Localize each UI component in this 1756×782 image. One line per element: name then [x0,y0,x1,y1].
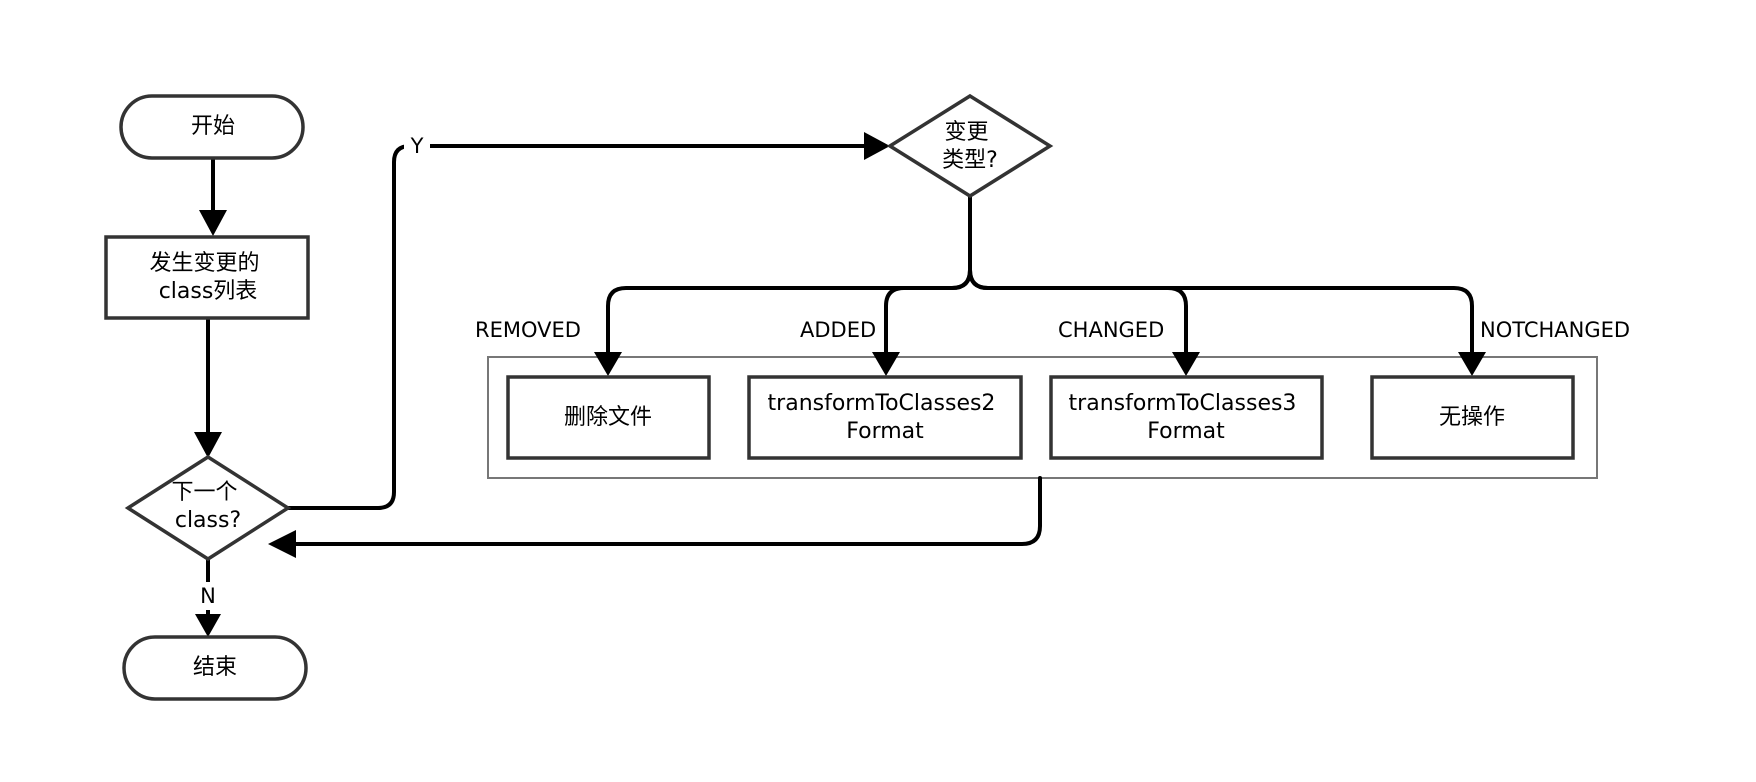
start-label: 开始 [191,114,235,139]
arrowhead-next-to-end [195,614,221,637]
arrowhead-loop-back [268,530,296,558]
notchanged-label: NOTCHANGED [1480,318,1630,342]
edge-branch-notchanged [968,268,1474,356]
arrowhead-notchanged [1458,352,1486,376]
arrowhead-next-to-type [864,132,890,160]
removed-label: REMOVED [475,318,581,342]
transform3-label: transformToClasses3 Format [1069,391,1304,444]
change-list-process [104,235,310,320]
start-terminal [119,94,305,160]
arrowhead-changed [1172,352,1200,376]
delete-file-label: 删除文件 [564,405,652,430]
arrowhead-list-to-next [194,432,222,458]
transform2-process [747,375,1023,460]
arrowhead-start-to-list [199,210,227,236]
change-list-label: 发生变更的 class列表 [149,251,266,304]
edge-branch-removed [606,268,972,356]
changed-label: CHANGED [1058,318,1164,342]
arrowhead-added [872,352,900,376]
edge-loop-back [292,476,1042,546]
no-op-process [1370,375,1575,460]
no-op-label: 无操作 [1439,405,1505,430]
delete-file-process [506,375,711,460]
next-class-label: 下一个 class? [171,480,244,533]
transform3-process [1049,375,1324,460]
next-class-decision [124,454,292,562]
edge-branch-added [884,268,972,356]
transform2-label: transformToClasses2 Format [768,391,1003,444]
added-label: ADDED [800,318,876,342]
arrowhead-removed [594,352,622,376]
no-label-bg [197,582,219,610]
edge-next-to-type [286,144,868,510]
end-label: 结束 [193,655,237,680]
change-type-decision [886,93,1054,199]
yes-label-bg [404,132,430,160]
no-label: N [200,584,216,608]
end-terminal [122,635,308,701]
change-type-label: 变更 类型? [942,120,998,173]
yes-label: Y [410,134,424,158]
